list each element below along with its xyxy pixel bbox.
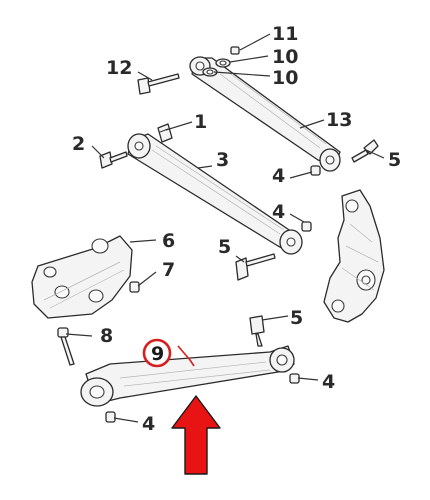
highlight-callout-9: 9 bbox=[142, 338, 172, 368]
leader-lines bbox=[65, 33, 385, 423]
bolt-5-top-right bbox=[351, 139, 379, 163]
upper-rear-arm-13 bbox=[189, 56, 341, 172]
callout-4-lower-right: 4 bbox=[322, 371, 335, 393]
callout-12: 12 bbox=[106, 57, 132, 79]
nut-4-mid bbox=[301, 221, 312, 232]
callout-4-upper: 4 bbox=[272, 165, 285, 187]
bolt-12 bbox=[137, 73, 180, 95]
bolt-5-mid bbox=[235, 253, 276, 281]
washer-10-upper bbox=[215, 58, 231, 68]
leader-9-red bbox=[177, 345, 195, 367]
lower-rear-arm-9 bbox=[80, 345, 295, 407]
callout-labels: 11 10 10 12 13 1 2 3 5 4 4 6 5 7 5 8 4 4 bbox=[72, 23, 401, 435]
red-arrow-icon bbox=[171, 395, 221, 475]
nut-11 bbox=[230, 46, 240, 55]
bolt-8 bbox=[57, 327, 75, 366]
bolt-7 bbox=[129, 281, 140, 293]
nut-4-lower-left bbox=[105, 411, 116, 423]
callout-2: 2 bbox=[72, 133, 85, 155]
callout-4-lower-left: 4 bbox=[142, 413, 155, 435]
nut-4-lower-right bbox=[289, 373, 300, 384]
callout-13: 13 bbox=[326, 109, 352, 131]
callout-4-mid: 4 bbox=[272, 201, 285, 223]
callout-5-top: 5 bbox=[388, 149, 401, 171]
nut-4-upper bbox=[310, 165, 321, 176]
callout-9: 9 bbox=[151, 343, 164, 365]
callout-3: 3 bbox=[216, 149, 229, 171]
callout-5-lower: 5 bbox=[290, 307, 303, 329]
callout-1: 1 bbox=[194, 111, 207, 133]
callout-8: 8 bbox=[100, 325, 113, 347]
rear-arm-3 bbox=[127, 133, 303, 255]
highlight-circle bbox=[142, 338, 172, 368]
callout-5-mid: 5 bbox=[218, 236, 231, 258]
bolt-2 bbox=[99, 151, 128, 169]
callout-10-lower: 10 bbox=[272, 67, 298, 89]
callout-6: 6 bbox=[162, 230, 175, 252]
wheel-knuckle bbox=[323, 189, 385, 323]
callout-11: 11 bbox=[272, 23, 298, 45]
bracket-5-lower bbox=[249, 315, 265, 347]
mounting-bracket-6 bbox=[31, 235, 133, 319]
callout-10-upper: 10 bbox=[272, 46, 298, 68]
bracket-1 bbox=[157, 123, 173, 143]
callout-7: 7 bbox=[162, 259, 175, 281]
